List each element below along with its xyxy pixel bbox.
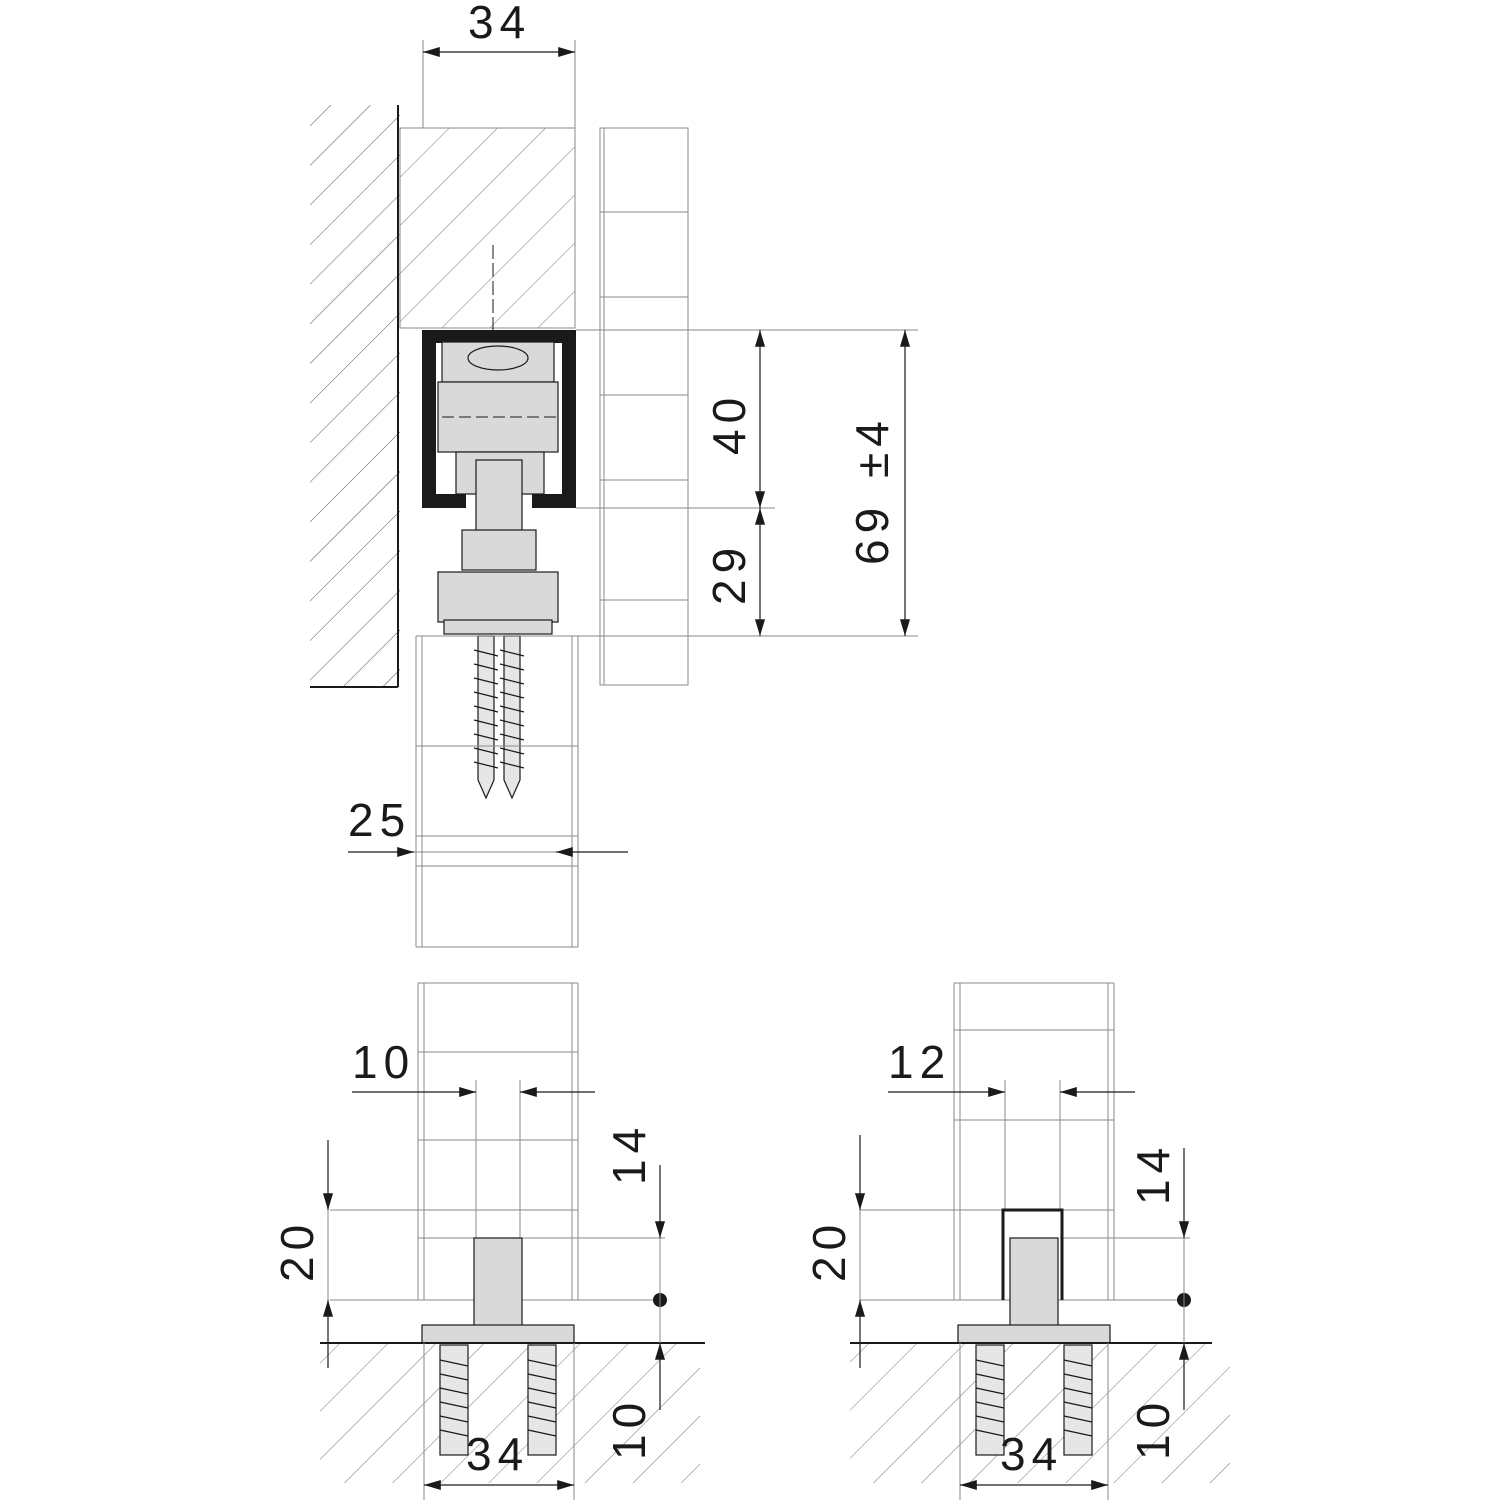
dim-left-floor: 10 [603,1343,666,1460]
dim-hanger-height: 29 [703,507,766,636]
dim-right-slot-label: 12 [888,1036,951,1088]
dim-total-height-label: 69 [846,502,898,565]
dim-tolerance-label: ±4 [846,415,898,478]
dim-left-height-label: 20 [271,1219,323,1282]
mounting-screws [473,635,525,800]
dim-hanger-height-label: 29 [703,542,755,605]
side-trim [599,127,689,686]
dim-left-slot: 10 [352,1036,595,1098]
dim-left-floor-label: 10 [603,1397,655,1460]
dim-left-depth: 14 [603,1122,666,1375]
header-block [399,40,576,329]
dim-top-width-label: 34 [468,0,531,48]
dim-left-depth-label: 14 [603,1122,655,1185]
dim-right-floor: 10 [1127,1343,1190,1460]
dim-door-thickness-label: 25 [348,794,411,846]
dim-right-width: 34 [960,1428,1108,1491]
dim-right-depth-label: 14 [1127,1142,1179,1205]
dim-right-floor-label: 10 [1127,1397,1179,1460]
dim-left-width: 34 [424,1428,574,1491]
top-assembly-view: 34 40 29 69 ±4 25 [310,0,918,948]
dim-right-slot: 12 [888,1036,1135,1098]
wall-section [310,105,400,688]
trolley-assembly [437,245,559,635]
dim-rail-height-label: 40 [703,392,755,455]
floor-guide-left: 10 14 20 10 34 [271,982,705,1500]
dim-right-width-label: 34 [1000,1428,1063,1480]
dim-top-width: 34 [423,0,575,58]
dim-left-slot-label: 10 [352,1036,415,1088]
dim-right-depth: 14 [1127,1142,1190,1375]
dim-total-height: 69 ±4 [846,330,911,636]
door-panel [415,635,579,948]
floor-guide-right: 12 14 20 10 34 [803,982,1230,1500]
dim-left-height: 20 [271,1140,334,1368]
dim-right-height-label: 20 [803,1219,855,1282]
dim-door-thickness: 25 [348,794,628,858]
dim-right-height: 20 [803,1135,866,1368]
dim-left-width-label: 34 [466,1428,529,1480]
dim-rail-height: 40 [703,330,766,508]
